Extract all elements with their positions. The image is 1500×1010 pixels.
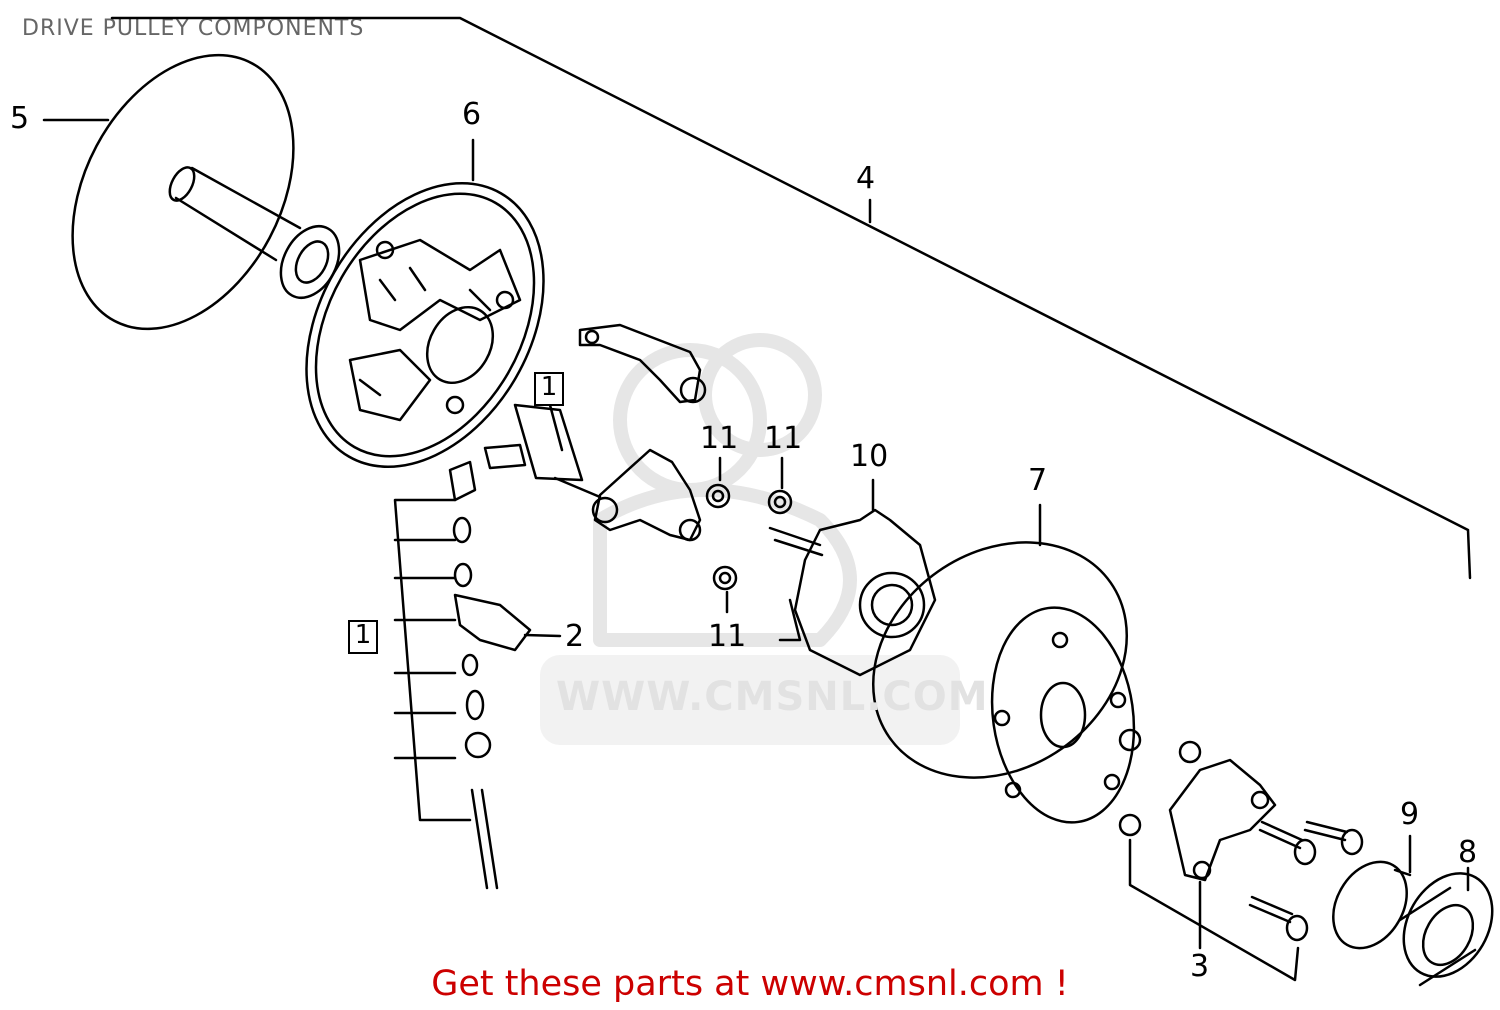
circlip xyxy=(1332,860,1412,950)
clutch-hub xyxy=(768,508,937,677)
callout-4: 4 xyxy=(856,161,876,196)
bracket-1-lower xyxy=(393,498,472,822)
bolt-c xyxy=(1248,895,1309,942)
callout-7: 7 xyxy=(1028,463,1048,498)
callout-1-boxed-lower: 1 xyxy=(348,620,378,654)
retainer-plate xyxy=(483,403,584,482)
callout-8: 8 xyxy=(1458,835,1478,870)
bracket-3 xyxy=(1128,838,1300,982)
footer-link-text[interactable]: Get these parts at www.cmsnl.com ! xyxy=(431,964,1069,1004)
callout-10: 10 xyxy=(850,439,889,474)
nut-11-b xyxy=(767,489,793,515)
callout-2: 2 xyxy=(565,619,585,654)
spring-pin-stack xyxy=(448,460,532,890)
bearing xyxy=(1398,872,1494,987)
callout-11-a: 11 xyxy=(700,421,739,456)
bolt-b xyxy=(1303,820,1364,856)
callout-11-b: 11 xyxy=(764,421,803,456)
leader-2 xyxy=(523,633,562,638)
callout-11-c: 11 xyxy=(708,619,747,654)
clutch-outer-drum xyxy=(871,541,1136,824)
fixed-drive-face xyxy=(71,53,341,331)
callout-5: 5 xyxy=(10,101,30,136)
clutch-arm-lower xyxy=(553,448,702,542)
clutch-arm-upper xyxy=(578,323,707,404)
page-title: DRIVE PULLEY COMPONENTS xyxy=(22,16,365,41)
callout-6: 6 xyxy=(462,97,482,132)
callout-1-boxed-upper: 1 xyxy=(534,372,564,406)
clutch-plate xyxy=(305,182,545,468)
nut-11-c xyxy=(712,565,738,591)
nut-11-a xyxy=(705,483,731,509)
callout-9: 9 xyxy=(1400,797,1420,832)
callout-3: 3 xyxy=(1190,949,1210,984)
retaining-plate xyxy=(1118,728,1277,882)
bolt-a xyxy=(1258,820,1317,866)
watermark-text: WWW.CMSNL.COM xyxy=(556,674,989,720)
leader-1-upper xyxy=(548,403,564,452)
assembly-bracket-4 xyxy=(110,16,1472,580)
